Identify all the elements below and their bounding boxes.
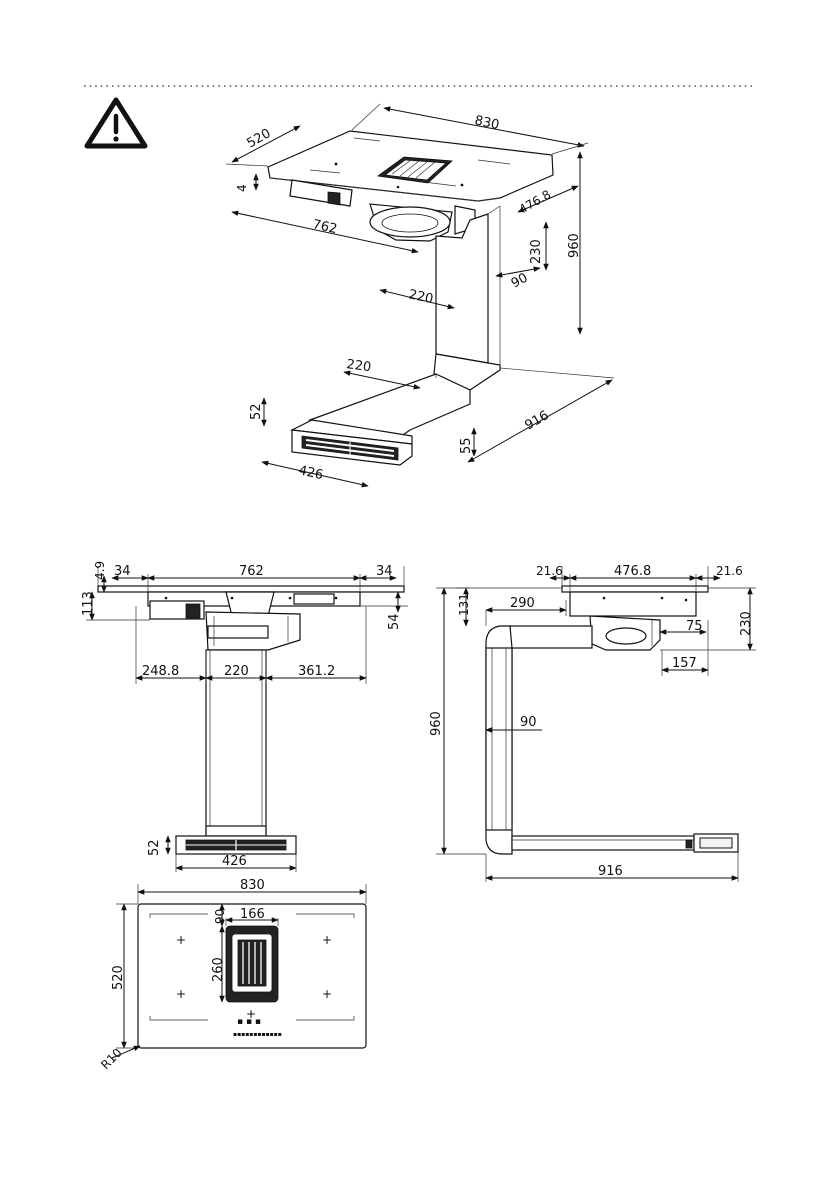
top-view: + + + + + ▪ ▪ ▪ ▪▪▪▪▪▪▪▪▪▪▪▪ 830 166 90 … — [98, 878, 366, 1072]
iso-inner-width-label: 762 — [311, 217, 338, 237]
iso-total-depth-label: 916 — [523, 408, 552, 433]
svg-text:▪▪▪▪▪▪▪▪▪▪▪▪: ▪▪▪▪▪▪▪▪▪▪▪▪ — [233, 1031, 282, 1038]
side-margin-left-label: 21.6 — [536, 564, 563, 578]
svg-text:▪ ▪ ▪: ▪ ▪ ▪ — [237, 1017, 261, 1027]
side-duct-depth-label: 90 — [520, 715, 537, 730]
isometric-view: 830 520 4 762 476.8 230 960 220 90 220 5… — [226, 104, 614, 486]
warning-triangle-icon — [87, 100, 145, 146]
iso-width-label: 830 — [473, 113, 500, 133]
front-side-left-label: 34 — [114, 564, 131, 579]
side-fan-depth-label: 157 — [672, 656, 697, 671]
side-top-drop-label: 131 — [457, 593, 471, 616]
svg-text:+: + — [322, 933, 332, 947]
front-side-right-label: 34 — [376, 564, 393, 579]
iso-top-thickness-label: 4 — [235, 184, 249, 192]
front-grille-height-label: 52 — [147, 839, 162, 856]
front-duct-width-label: 220 — [224, 664, 249, 679]
side-margin-right-label: 21.6 — [716, 564, 743, 578]
side-total-depth-label: 916 — [598, 864, 623, 879]
front-grille-width-label: 426 — [222, 854, 247, 869]
iso-fan-height-label: 230 — [529, 239, 544, 264]
iso-duct-depth-label: 90 — [509, 271, 531, 292]
iso-base-height-label: 55 — [459, 437, 474, 454]
side-inner-depth-label: 476.8 — [614, 564, 651, 579]
iso-grille-width-label: 426 — [297, 463, 324, 483]
front-view: 34 762 34 4.9 113 54 248.8 220 361.2 52 … — [81, 561, 408, 872]
iso-duct-width-top-label: 220 — [407, 287, 434, 307]
iso-side-depth-label: 476.8 — [517, 187, 554, 216]
front-body-height-label: 113 — [81, 591, 96, 616]
top-vent-depth-label: 260 — [211, 957, 226, 982]
svg-text:+: + — [322, 987, 332, 1001]
top-corner-radius-label: R10 — [98, 1046, 125, 1073]
side-view: 21.6 476.8 21.6 131 290 230 75 157 960 9… — [429, 564, 756, 882]
front-fan-offset-label: 54 — [387, 613, 402, 630]
svg-text:+: + — [176, 987, 186, 1001]
top-width-label: 830 — [240, 878, 265, 893]
side-arm-length-label: 290 — [510, 596, 535, 611]
iso-total-height-label: 960 — [567, 233, 582, 258]
top-depth-label: 520 — [111, 965, 126, 990]
side-fan-offset-label: 75 — [686, 619, 703, 634]
iso-grille-height-label: 52 — [249, 403, 264, 420]
front-inner-width-label: 762 — [239, 564, 264, 579]
side-fan-height-label: 230 — [739, 611, 754, 636]
front-right-span-label: 361.2 — [298, 664, 335, 679]
front-left-span-label: 248.8 — [142, 664, 179, 679]
svg-text:+: + — [176, 933, 186, 947]
top-vent-width-label: 166 — [240, 907, 265, 922]
top-vent-offset-label: 90 — [213, 909, 227, 924]
front-top-offset-label: 4.9 — [93, 561, 107, 580]
side-total-height-label: 960 — [429, 711, 444, 736]
